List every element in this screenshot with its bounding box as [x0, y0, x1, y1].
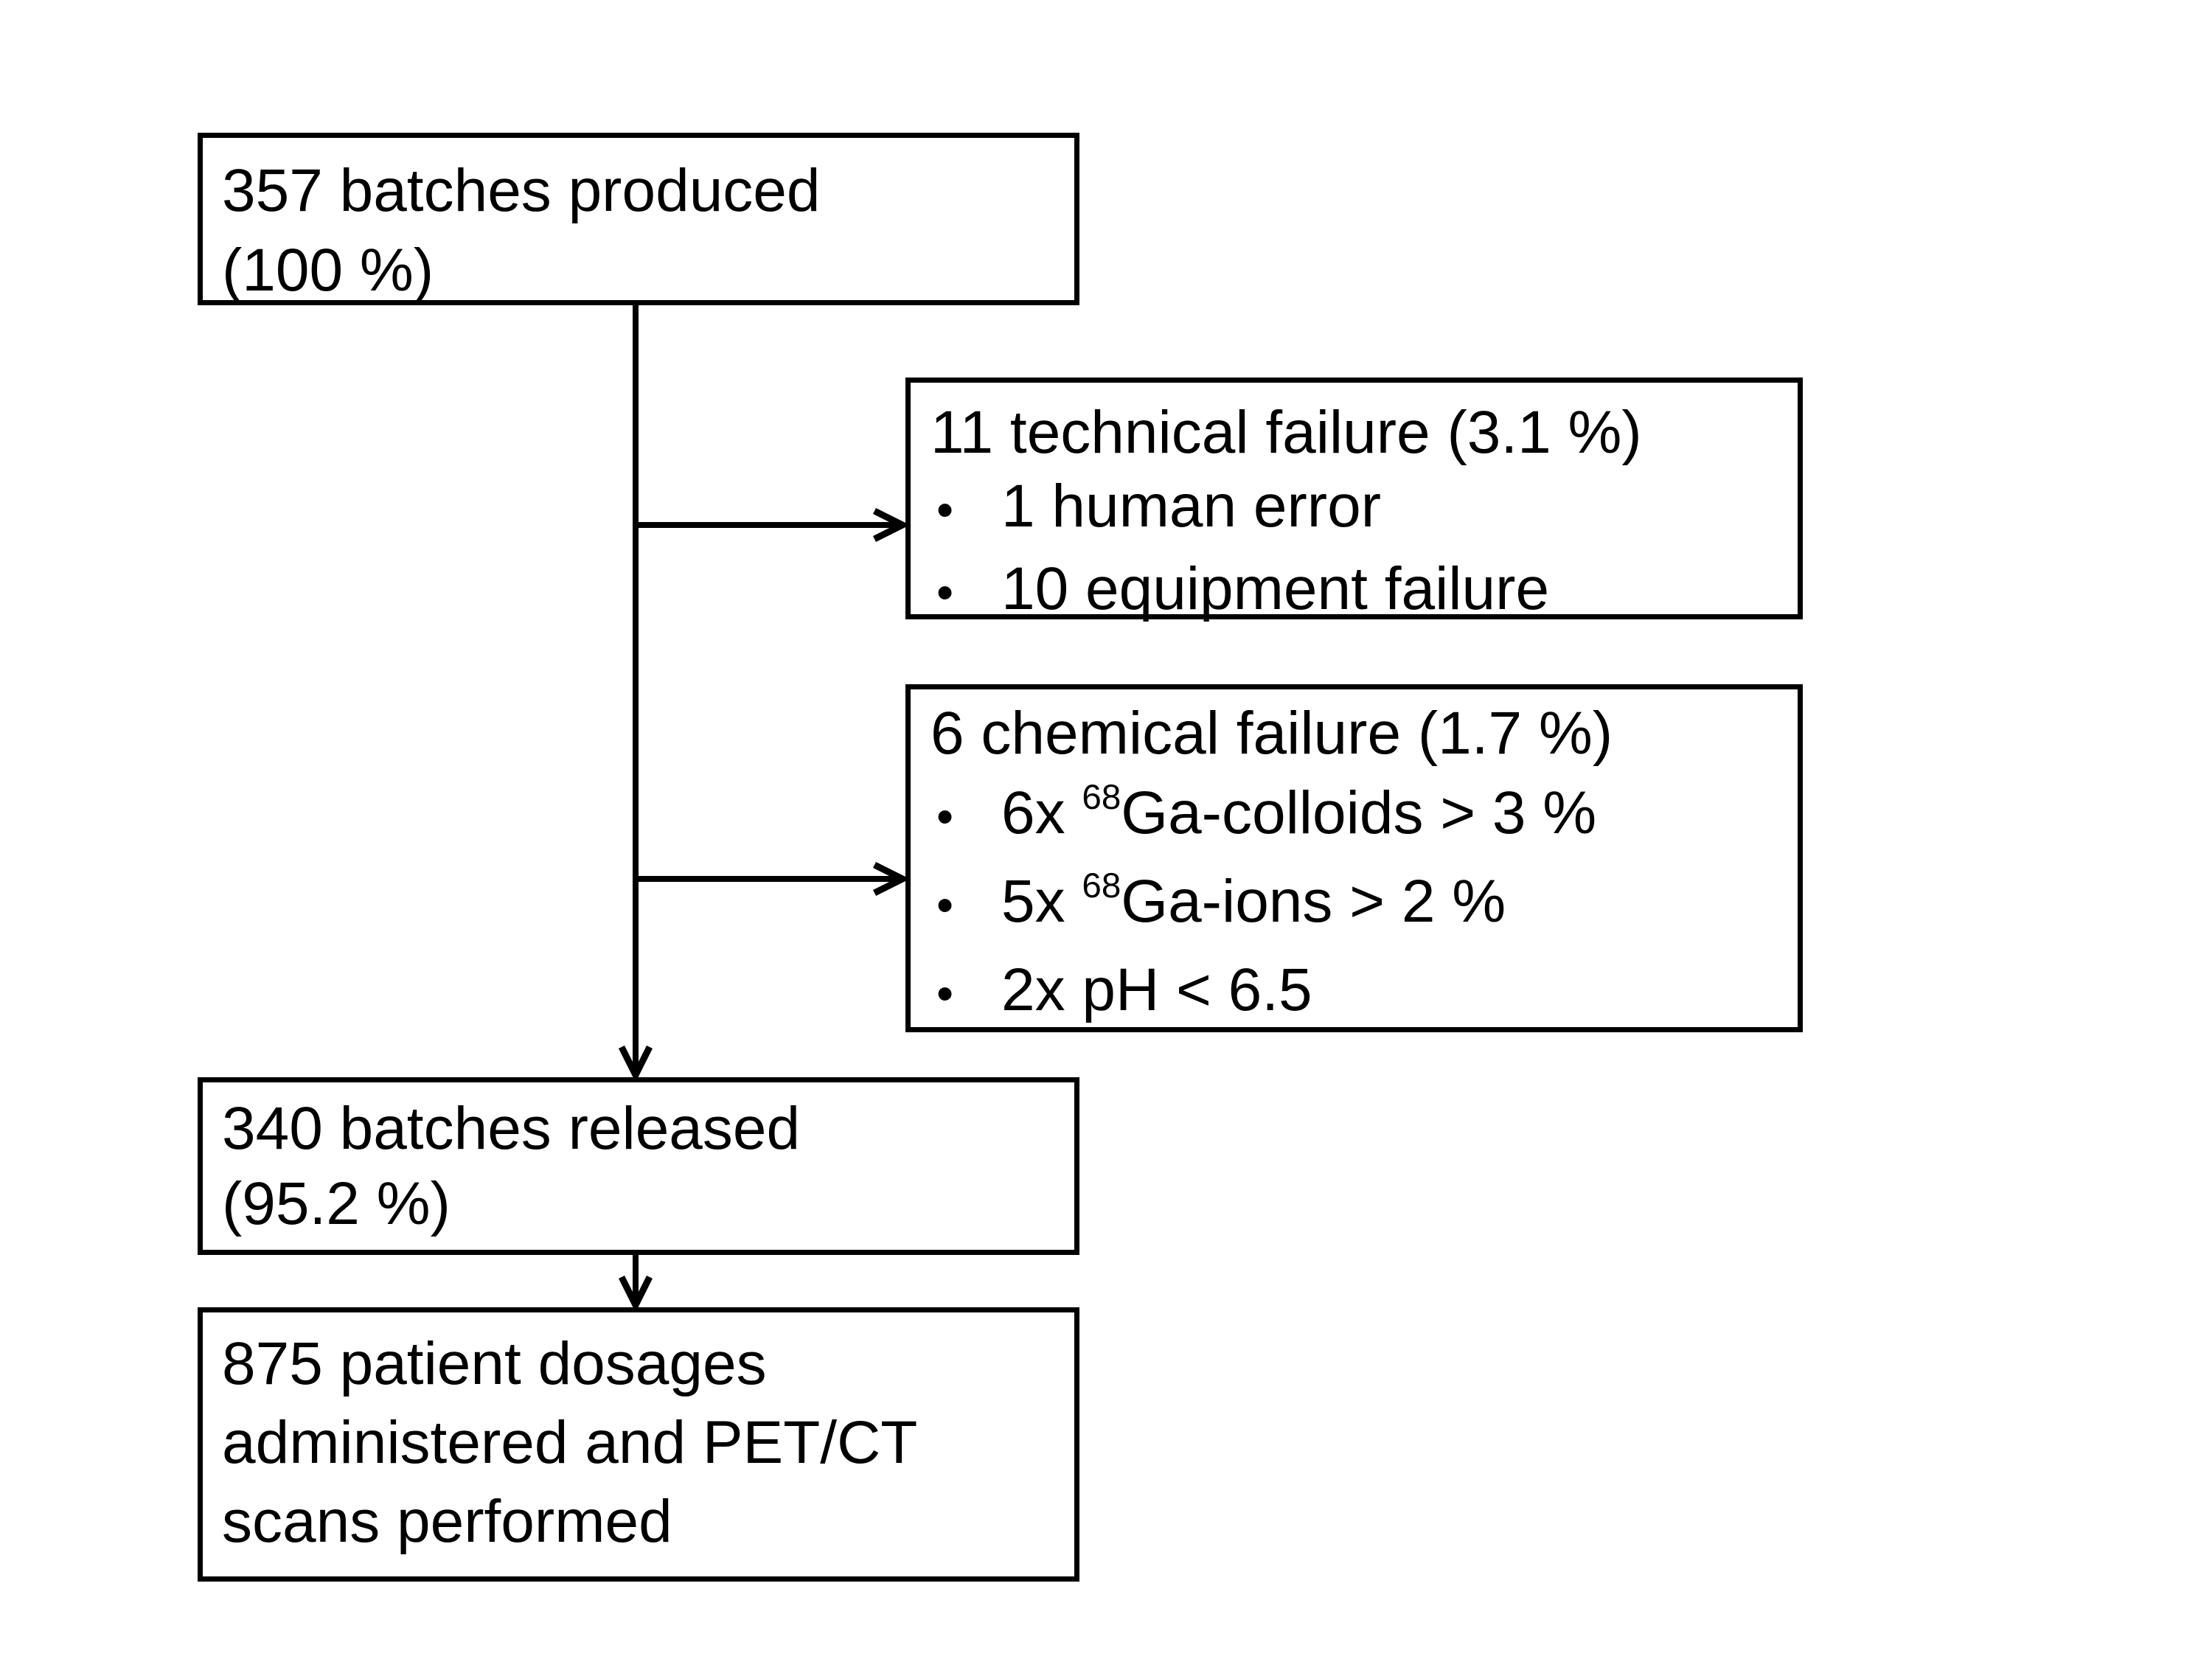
produced-line2: (100 %) — [222, 237, 434, 304]
technical-failure-box: 11 technical failure (3.1 %) • 1 human e… — [905, 378, 1803, 622]
bullet-icon: • — [936, 877, 954, 932]
released-box: 340 batches released (95.2 %) — [198, 1077, 1079, 1255]
dosages-line3: scans performed — [222, 1488, 672, 1555]
chemical-bullet-3: • 2x pH < 6.5 — [931, 950, 1790, 1039]
chemical-bullet-1: • 6x 68Ga-colloids > 3 % — [931, 773, 1790, 862]
chemical-bullet-2-text: 5x 68Ga-ions > 2 % — [1001, 866, 1506, 935]
technical-bullet-2: • 10 equipment failure — [931, 552, 1790, 635]
arrow-down-to-dosages-icon — [618, 1275, 653, 1313]
arrow-right-to-technical-icon — [872, 507, 911, 543]
arrow-down-to-released-icon — [618, 1045, 653, 1083]
arrow-right-to-chemical-icon — [872, 861, 911, 897]
chemical-bullet-2: • 5x 68Ga-ions > 2 % — [931, 862, 1790, 950]
produced-line1: 357 batches produced — [222, 157, 821, 224]
technical-bullet-1: • 1 human error — [931, 470, 1790, 552]
chemical-bullet-1-text: 6x 68Ga-colloids > 3 % — [1001, 777, 1597, 846]
bullet-icon: • — [936, 482, 954, 537]
dosages-box: 875 patient dosages administered and PET… — [198, 1307, 1079, 1582]
dosages-line1: 875 patient dosages — [222, 1330, 767, 1397]
released-line1: 340 batches released — [222, 1095, 801, 1162]
bullet-icon: • — [936, 966, 954, 1020]
chemical-bullet-3-text: 2x pH < 6.5 — [1001, 956, 1312, 1023]
bullet-icon: • — [936, 565, 954, 619]
technical-title: 11 technical failure (3.1 %) — [931, 399, 1642, 466]
bullet-icon: • — [936, 789, 954, 844]
technical-bullet-1-text: 1 human error — [1001, 473, 1382, 540]
released-line2: (95.2 %) — [222, 1170, 451, 1237]
dosages-line2: administered and PET/CT — [222, 1409, 918, 1476]
technical-bullet-2-text: 10 equipment failure — [1001, 555, 1550, 622]
produced-box: 357 batches produced (100 %) — [198, 133, 1079, 305]
chemical-failure-box: 6 chemical failure (1.7 %) • 6x 68Ga-col… — [905, 684, 1803, 1032]
chemical-title: 6 chemical failure (1.7 %) — [931, 700, 1613, 767]
